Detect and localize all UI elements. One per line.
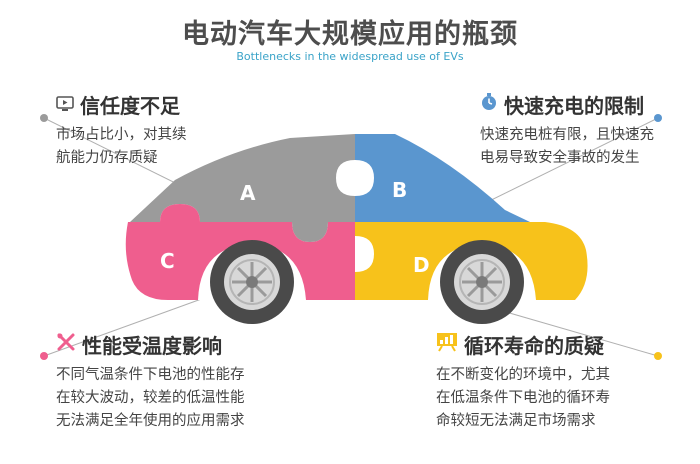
puzzle-piece-b [355,134,530,222]
section-d-line: 在低温条件下电池的循环寿 [436,390,610,406]
section-d-line: 命较短无法满足市场需求 [436,413,596,429]
section-c-line: 不同气温条件下电池的性能存 [56,367,245,383]
section-c-title: 性能受温度影响 [82,334,222,358]
section-a-line: 市场占比小，对其续 [56,127,187,143]
connector-dot-b [654,114,662,122]
front-wheel [440,240,524,324]
section-c-line: 在较大波动，较差的低温性能 [56,390,245,406]
piece-label-d: D [413,253,430,277]
section-d-line: 在不断变化的环境中，尤其 [436,367,610,383]
section-b-title: 快速充电的限制 [504,94,644,118]
section-b-line: 快速充电桩有限，且快速充 [480,127,654,143]
section-b-body: 快速充电桩有限，且快速充 电易导致安全事故的发生 [480,124,654,170]
tools-icon [56,332,76,357]
chart-board-icon [436,332,458,357]
section-d-heading: 循环寿命的质疑 [436,330,604,359]
connector-dot-c [40,352,48,360]
section-a-line: 航能力仍存质疑 [56,150,158,166]
page-subtitle: Bottlenecks in the widespread use of EVs [236,50,464,63]
piece-label-c: C [160,249,175,273]
section-a-body: 市场占比小，对其续 航能力仍存质疑 [56,124,187,170]
connector-dot-d [654,352,662,360]
piece-label-a: A [240,181,256,205]
monitor-icon [56,93,74,117]
section-c-heading: 性能受温度影响 [56,330,222,359]
piece-label-b: B [392,178,407,202]
section-c-body: 不同气温条件下电池的性能存 在较大波动，较差的低温性能 无法满足全年使用的应用需… [56,364,245,433]
section-d-title: 循环寿命的质疑 [464,334,604,358]
section-c-line: 无法满足全年使用的应用需求 [56,413,245,429]
connector-dot-a [40,114,48,122]
page-title: 电动汽车大规模应用的瓶颈 [182,19,518,50]
section-d-body: 在不断变化的环境中，尤其 在低温条件下电池的循环寿 命较短无法满足市场需求 [436,364,610,433]
section-b-heading: 快速充电的限制 [480,90,644,119]
section-a-title: 信任度不足 [80,94,180,118]
section-a-heading: 信任度不足 [56,90,180,119]
stopwatch-icon [480,92,498,117]
rear-wheel [210,240,294,324]
section-b-line: 电易导致安全事故的发生 [480,150,640,166]
puzzle-piece-a [130,134,355,242]
